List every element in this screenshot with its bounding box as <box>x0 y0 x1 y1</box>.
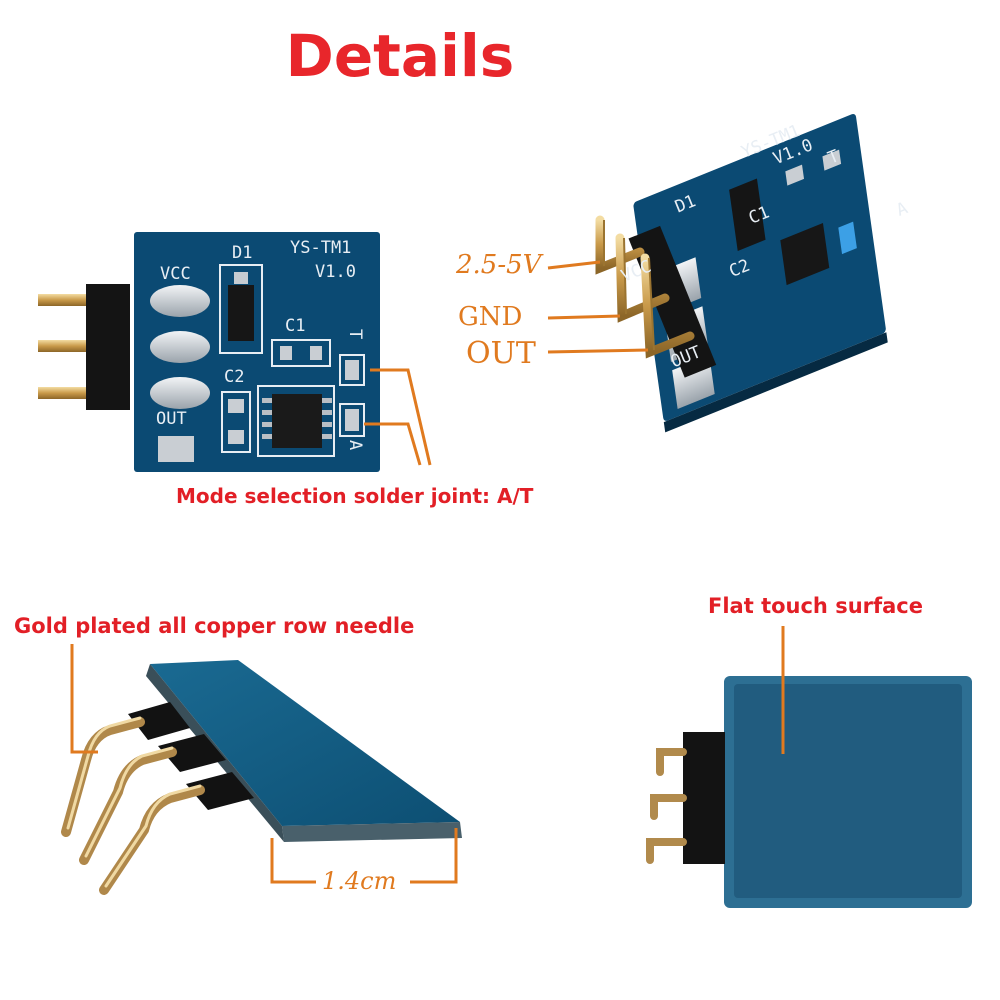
pins-bottom <box>646 748 687 864</box>
silk-angled-a: A <box>894 198 911 220</box>
board-side-view <box>61 644 462 895</box>
solder-joints <box>150 285 210 409</box>
page-title: Details <box>285 22 515 90</box>
header-pins <box>38 294 98 399</box>
silk-version: V1.0 <box>315 262 356 282</box>
mode-selection-label: Mode selection solder joint: A/T <box>176 484 534 508</box>
board-angled-view: YS-TM1 V1.0 D1 VCC C1 C2 OUT T A <box>547 114 911 433</box>
dimension-lines <box>270 828 458 884</box>
mode-pad-a <box>345 409 359 431</box>
pin-callout-leaders <box>547 260 649 354</box>
out-label: OUT <box>466 336 536 371</box>
gnd-label: GND <box>458 302 523 332</box>
pcb-back-angled <box>150 660 460 826</box>
diode-d1 <box>228 285 254 341</box>
voltage-label: 2.5-5V <box>456 250 542 280</box>
gold-pin-leader <box>70 644 98 754</box>
pin-header-housing <box>86 284 130 410</box>
mode-callout-leader <box>364 368 432 466</box>
flat-surface-label: Flat touch surface <box>708 594 923 618</box>
silk-vcc: VCC <box>160 264 191 284</box>
dimension-label: 1.4cm <box>322 867 397 895</box>
touch-ic <box>272 394 322 448</box>
mode-pad-t <box>345 360 359 380</box>
silk-a: A <box>345 440 365 450</box>
silk-d1: D1 <box>232 243 252 263</box>
silk-c1: C1 <box>285 316 305 336</box>
board-top-view-left: VCC D1 YS-TM1 V1.0 C1 C2 OUT T A <box>38 232 432 472</box>
pin-header-housing-side <box>128 702 254 810</box>
silk-board-name: YS-TM1 <box>290 238 351 258</box>
silk-out: OUT <box>156 409 187 429</box>
pin-header-housing-bottom <box>683 732 725 864</box>
board-bottom-view <box>646 626 972 908</box>
gold-pin-label: Gold plated all copper row needle <box>14 614 415 638</box>
silk-c2: C2 <box>224 367 244 387</box>
silk-t: T <box>345 329 365 339</box>
